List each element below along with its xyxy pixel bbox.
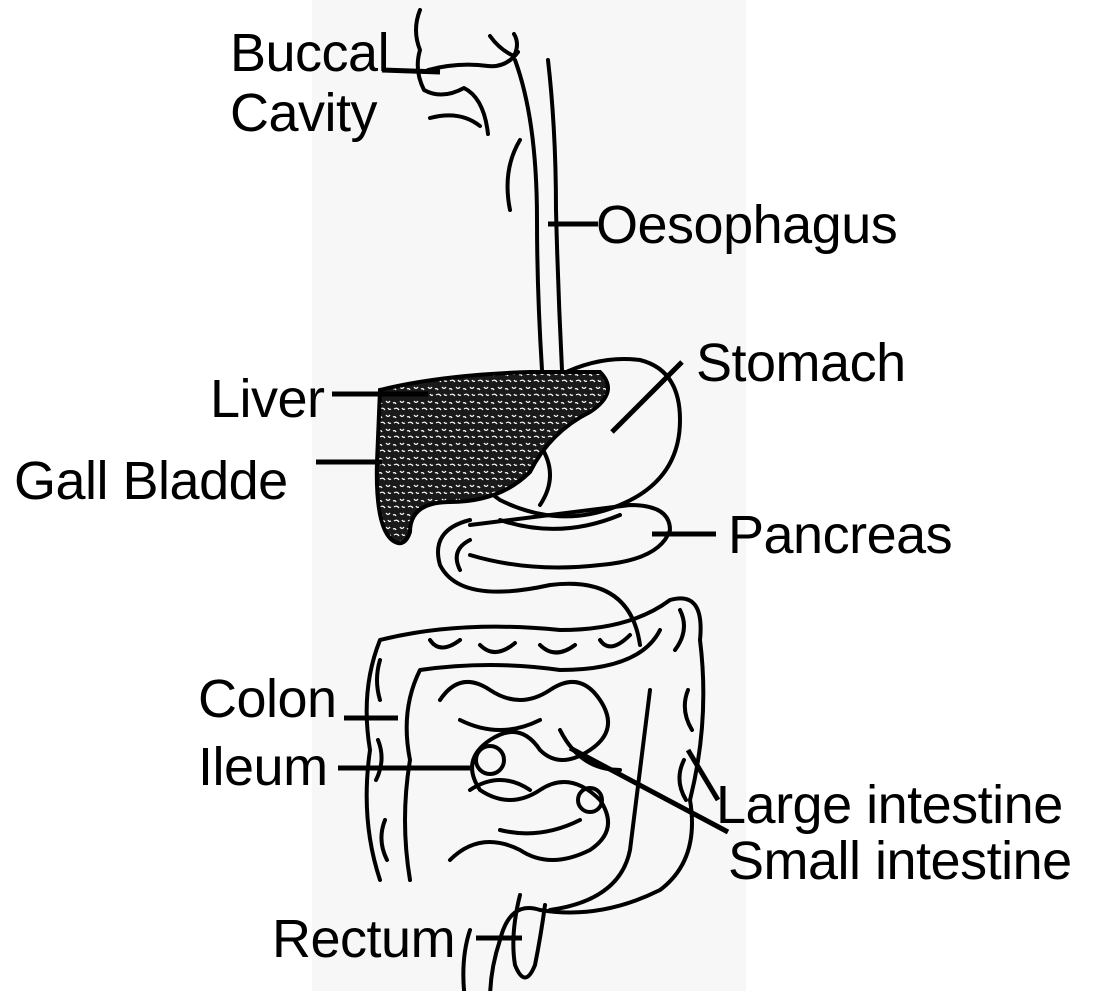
buccal-pointer <box>382 70 440 72</box>
stomach-label: Stomach <box>696 336 906 390</box>
rectum-label: Rectum <box>272 912 455 966</box>
buccal-cavity-label-line2: Cavity <box>230 86 377 140</box>
liver-label: Liver <box>210 372 325 426</box>
small-intestine-label: Small intestine <box>728 834 1072 888</box>
stomach-pointer <box>612 362 682 432</box>
buccal-cavity-label-line1: Buccal <box>230 26 389 80</box>
gall-bladder-label: Gall Bladde <box>14 454 288 508</box>
large-intestine-label: Large intestine <box>716 778 1063 832</box>
oesophagus-shape <box>508 60 562 370</box>
small-intestine-shape <box>440 682 620 860</box>
pancreas-label: Pancreas <box>728 508 952 562</box>
ileum-label: Ileum <box>198 740 328 794</box>
colon-label: Colon <box>198 672 337 726</box>
oesophagus-label: Oesophagus <box>596 198 897 252</box>
pancreas-shape <box>470 505 670 567</box>
